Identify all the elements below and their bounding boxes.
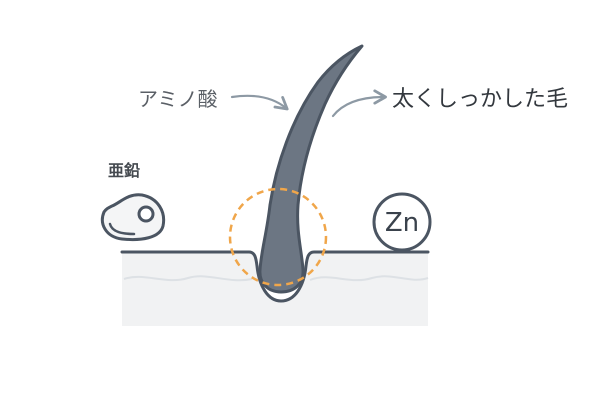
zinc-label: 亜鉛 [108, 161, 140, 180]
meat-icon [100, 193, 166, 242]
arrow-icon [230, 94, 289, 111]
skin-surface-line [120, 250, 430, 303]
follicle-highlight-circle [228, 187, 328, 287]
hair-icon [258, 44, 364, 294]
skin-layer [120, 250, 430, 326]
amino-acid-label: アミノ酸 [138, 87, 218, 111]
skin-wave-right [309, 275, 429, 282]
arrow-icon [331, 89, 387, 118]
meat-bone [137, 205, 155, 223]
zinc-circle [372, 192, 432, 252]
zinc-symbol: Zn [385, 208, 419, 238]
meat-fat-line [108, 222, 136, 236]
skin-wave-left [123, 275, 253, 282]
zinc-icon: Zn [372, 192, 432, 252]
skin-body [122, 252, 428, 326]
thick-hair-label: 太くしっかした毛 [392, 87, 568, 112]
